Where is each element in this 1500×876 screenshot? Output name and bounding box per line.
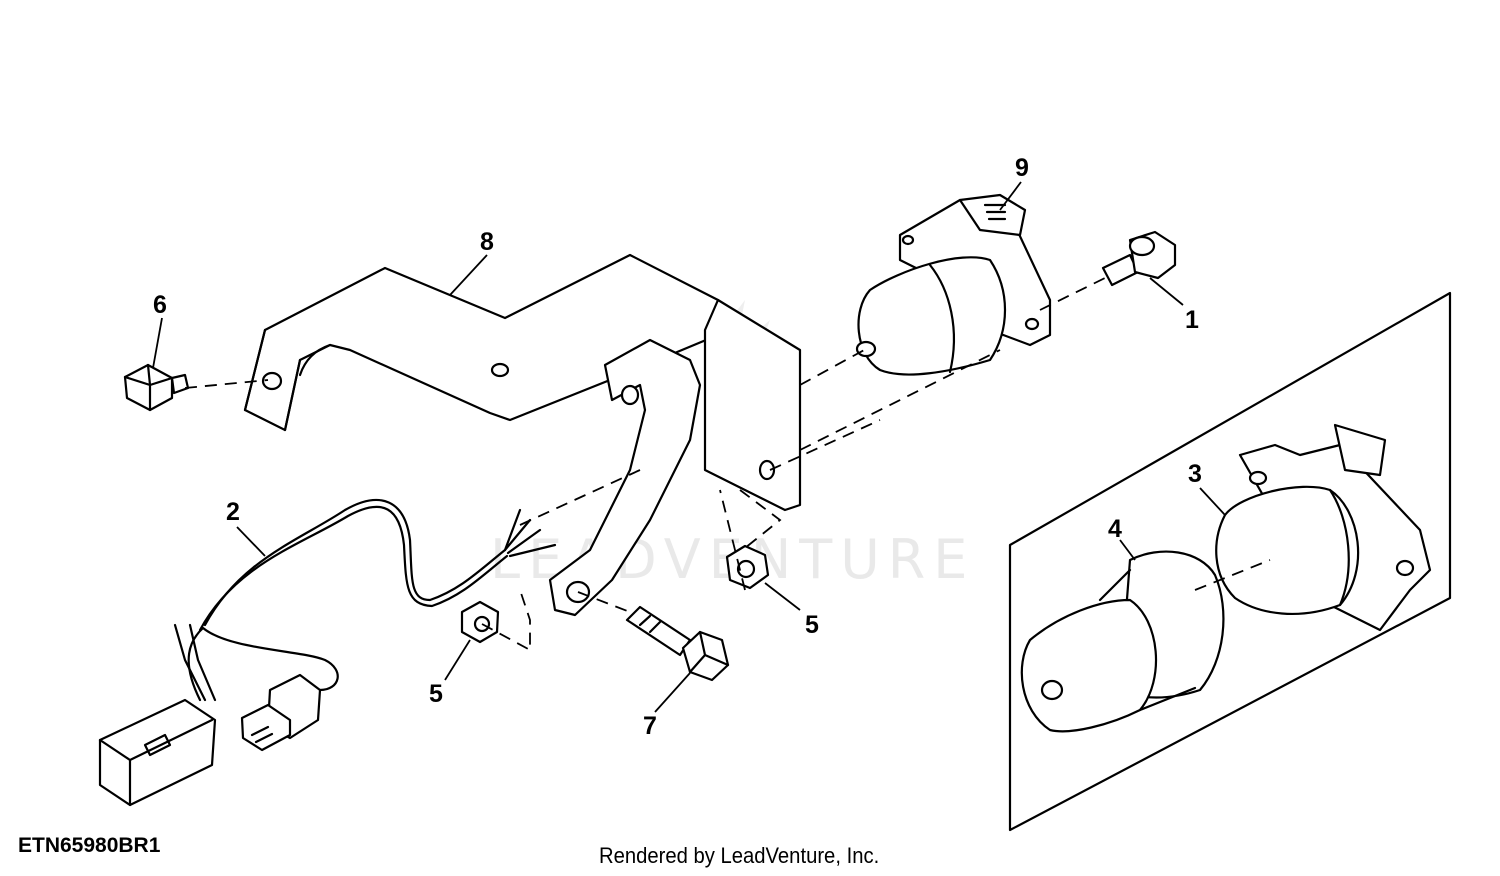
callout-3: 3 — [1188, 460, 1202, 488]
callout-1: 1 — [1185, 306, 1199, 334]
callout-7: 7 — [643, 712, 657, 740]
wiring-harness-part — [98, 498, 557, 807]
nut-part-5a — [460, 600, 500, 644]
callout-4: 4 — [1108, 515, 1122, 543]
detail-inset — [1008, 291, 1452, 832]
bolt-part-1 — [1101, 230, 1177, 287]
assembly-lines — [184, 277, 1271, 652]
callout-leaders — [152, 181, 1226, 713]
callout-8: 8 — [480, 228, 494, 256]
callout-9: 9 — [1015, 154, 1029, 182]
bolt-part-7 — [625, 605, 730, 682]
callout-5a: 5 — [429, 680, 443, 708]
bolt-part-6 — [123, 363, 190, 412]
callout-6: 6 — [153, 291, 167, 319]
switch-assembly-part — [855, 193, 1052, 376]
nut-part-5b — [725, 544, 770, 590]
credit-text: Rendered by LeadVenture, Inc. — [599, 843, 880, 868]
callout-2: 2 — [226, 498, 240, 526]
callout-5b: 5 — [805, 611, 819, 639]
callouts: 1 2 3 4 5 5 6 7 8 9 — [153, 154, 1202, 740]
figure-code: ETN65980BR1 — [18, 834, 161, 857]
